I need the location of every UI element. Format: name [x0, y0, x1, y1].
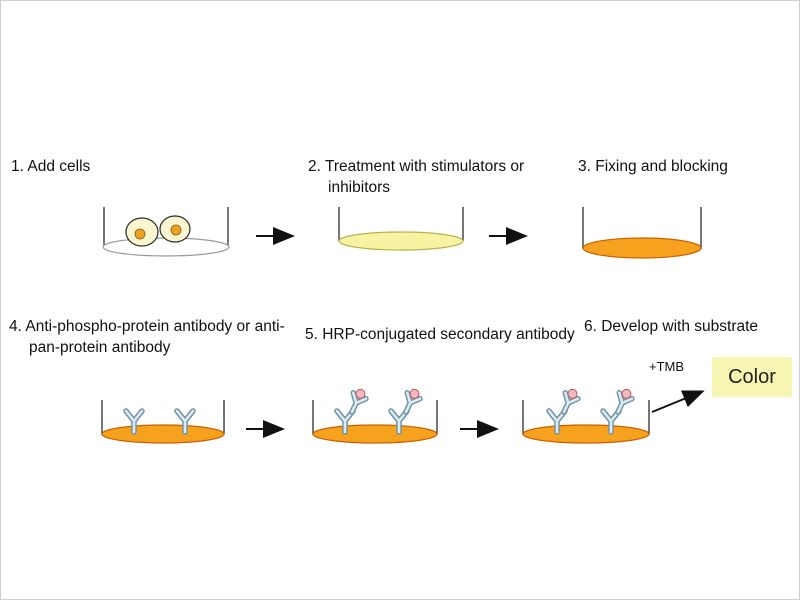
cell-icon	[125, 217, 159, 247]
well-develop	[522, 387, 650, 444]
well-primary-antibody	[101, 400, 225, 444]
well-add-cells	[102, 207, 230, 257]
well-treatment	[338, 207, 464, 251]
step5-label: 5. HRP-conjugated secondary antibody	[305, 326, 575, 343]
arrow-tmb-to-color	[651, 390, 705, 413]
step6-label: 6. Develop with substrate	[584, 318, 759, 335]
tmb-label: +TMB	[649, 359, 685, 374]
step1-label: 1. Add cells	[11, 158, 91, 175]
step3-label: 3. Fixing and blocking	[578, 158, 728, 175]
cell-icon	[159, 215, 191, 243]
step2-label: 2. Treatment with stimulators or inhibit…	[308, 158, 525, 196]
well-secondary-antibody	[312, 387, 438, 444]
step4-label: 4. Anti-phospho-protein antibody or anti…	[9, 318, 285, 356]
color-result-box: Color	[712, 357, 792, 397]
well-fixed-blocked	[582, 207, 702, 259]
